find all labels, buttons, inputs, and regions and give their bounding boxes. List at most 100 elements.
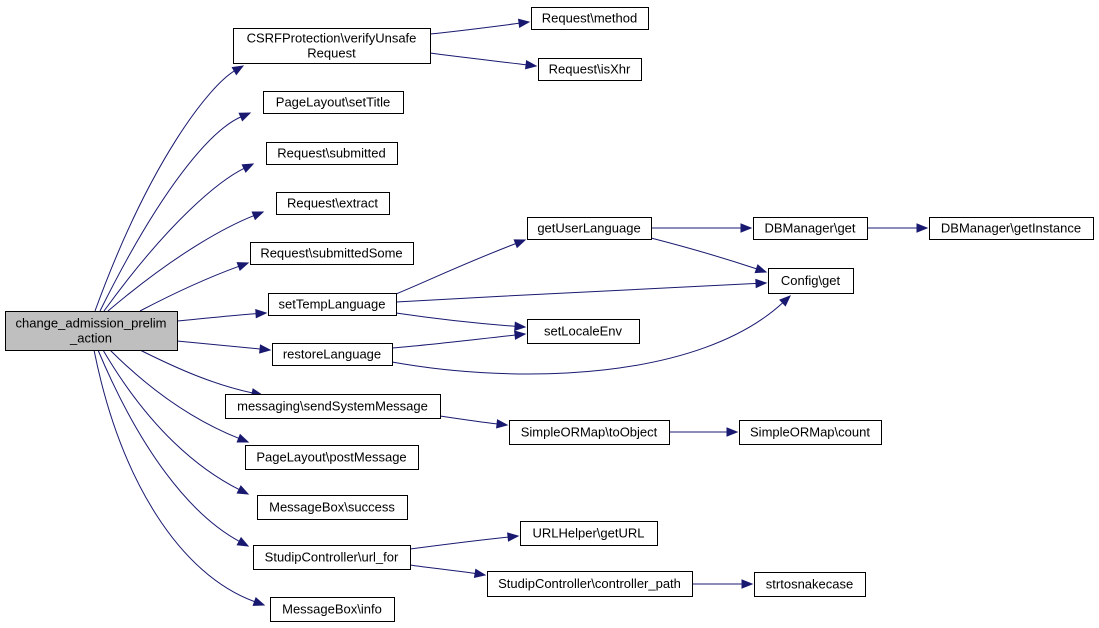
node-label-dbm_getinstance: DBManager\getInstance: [941, 221, 1081, 236]
edge-root-to-req_extract: [107, 214, 255, 312]
edge-root-to-settemplang-arrowhead: [255, 308, 268, 319]
node-req_extract[interactable]: Request\extract: [276, 192, 390, 215]
edge-root-to-req_submitted-arrowhead: [241, 163, 255, 173]
edge-root-to-pl_settitle-arrowhead: [238, 112, 252, 122]
node-root[interactable]: change_admission_prelim_action: [5, 311, 178, 351]
node-orm_toobject[interactable]: SimpleORMap\toObject: [509, 420, 670, 445]
node-pl_settitle[interactable]: PageLayout\setTitle: [263, 91, 404, 114]
node-label-csrf-line-1: CSRFProtection\verifyUnsafe: [247, 31, 417, 46]
edge-root-to-csrf: [94, 70, 236, 312]
edge-sc_controllerpath-to-strtosnakecase-arrowhead: [741, 579, 754, 589]
edge-settemplang-to-getuserlang-arrowhead: [513, 239, 527, 249]
node-req_method[interactable]: Request\method: [531, 7, 649, 30]
edge-root-to-req_submitted: [103, 167, 246, 312]
edge-sc_urlfor-to-urlhelper_geturl-arrowhead: [507, 532, 520, 542]
node-strtosnakecase[interactable]: strtosnakecase: [754, 572, 866, 597]
edge-csrf-to-req_isxhr: [429, 52, 528, 66]
edge-dbm_get-to-dbm_getinstance-arrowhead: [916, 223, 929, 233]
edge-settemplang-to-config_get: [395, 282, 758, 303]
edge-sc_urlfor-to-sc_controllerpath: [409, 564, 477, 575]
node-box-msg_send: [225, 394, 441, 419]
edge-root-to-pl_postmessage-arrowhead: [236, 433, 250, 443]
edge-root-to-mb_info-arrowhead: [252, 597, 266, 606]
node-box-req_extract: [276, 192, 390, 215]
edge-orm_toobject-to-orm_count-arrowhead: [726, 427, 739, 437]
node-label-settemplang: setTempLanguage: [279, 297, 386, 312]
node-label-root-line-1: change_admission_prelim: [15, 316, 166, 331]
node-mb_success[interactable]: MessageBox\success: [257, 495, 408, 520]
node-dbm_getinstance[interactable]: DBManager\getInstance: [929, 217, 1094, 240]
nodes-layer: change_admission_prelim_action CSRFProtec…: [5, 7, 1094, 622]
node-sc_urlfor[interactable]: StudipController\url_for: [253, 545, 411, 570]
node-box-setlocaleenv: [527, 319, 640, 344]
edge-csrf-to-req_method: [429, 22, 521, 35]
node-box-getuserlang: [527, 217, 652, 240]
node-setlocaleenv[interactable]: setLocaleEnv: [527, 319, 640, 344]
node-label-orm_toobject: SimpleORMap\toObject: [521, 425, 658, 440]
edge-root-to-mb_success: [102, 349, 241, 491]
node-req_isxhr[interactable]: Request\isXhr: [538, 58, 642, 81]
edge-root-to-restorelang-arrowhead: [259, 344, 272, 354]
node-box-req_submitted: [266, 142, 398, 165]
node-box-dbm_getinstance: [929, 217, 1094, 240]
node-pl_postmessage[interactable]: PageLayout\postMessage: [245, 445, 419, 470]
edge-csrf-to-req_isxhr-arrowhead: [525, 60, 538, 70]
edge-root-to-settemplang: [176, 313, 258, 322]
node-orm_count[interactable]: SimpleORMap\count: [739, 420, 882, 445]
node-label-restorelang: restoreLanguage: [283, 347, 381, 362]
node-box-config_get: [768, 268, 854, 294]
edge-root-to-sc_urlfor: [97, 349, 241, 543]
edge-restorelang-to-config_get: [391, 301, 784, 375]
node-box-mb_success: [257, 495, 408, 520]
node-dbm_get[interactable]: DBManager\get: [753, 217, 868, 240]
node-req_submittedsome[interactable]: Request\submittedSome: [250, 242, 414, 265]
edge-msg_send-to-orm_toobject: [439, 415, 499, 425]
node-getuserlang[interactable]: getUserLanguage: [527, 217, 652, 240]
node-box-restorelang: [272, 343, 393, 366]
node-box-root: [5, 311, 178, 351]
node-box-req_isxhr: [538, 58, 642, 81]
edge-root-to-sc_urlfor-arrowhead: [236, 536, 250, 547]
edge-msg_send-to-orm_toobject-arrowhead: [496, 419, 509, 429]
node-restorelang[interactable]: restoreLanguage: [272, 343, 393, 366]
node-label-req_method: Request\method: [542, 11, 637, 26]
node-box-dbm_get: [753, 217, 868, 240]
node-box-settemplang: [268, 293, 397, 316]
edge-root-to-pl_settitle: [99, 116, 242, 312]
node-label-mb_info: MessageBox\info: [282, 602, 382, 617]
edge-csrf-to-req_method-arrowhead: [517, 18, 531, 29]
node-settemplang[interactable]: setTempLanguage: [268, 293, 397, 316]
node-box-mb_info: [270, 597, 395, 622]
node-box-urlhelper_geturl: [520, 521, 658, 546]
node-label-csrf-line-2: Request: [307, 46, 356, 61]
node-req_submitted[interactable]: Request\submitted: [266, 142, 398, 165]
node-label-mb_success: MessageBox\success: [269, 500, 395, 515]
edge-sc_urlfor-to-urlhelper_geturl: [409, 536, 510, 550]
node-box-pl_settitle: [263, 91, 404, 114]
node-label-orm_count: SimpleORMap\count: [750, 425, 870, 440]
node-box-orm_toobject: [509, 420, 670, 445]
node-box-req_submittedsome: [250, 242, 414, 265]
node-label-root-line-2: _action: [69, 331, 112, 346]
node-mb_info[interactable]: MessageBox\info: [270, 597, 395, 622]
edges-layer: [93, 18, 929, 606]
edge-sc_urlfor-to-sc_controllerpath-arrowhead: [473, 568, 487, 579]
edge-settemplang-to-setlocaleenv-arrowhead: [514, 321, 527, 331]
node-label-strtosnakecase: strtosnakecase: [766, 577, 853, 592]
node-msg_send[interactable]: messaging\sendSystemMessage: [225, 394, 441, 419]
edge-getuserlang-to-config_get: [650, 237, 758, 270]
edge-root-to-req_submittedsome: [139, 265, 240, 312]
edge-root-to-req_extract-arrowhead: [251, 211, 265, 221]
node-label-getuserlang: getUserLanguage: [537, 221, 640, 236]
edge-settemplang-to-getuserlang: [395, 242, 517, 295]
node-box-strtosnakecase: [754, 572, 866, 597]
node-sc_controllerpath[interactable]: StudipController\controller_path: [487, 571, 693, 597]
node-box-csrf: [233, 28, 431, 64]
node-config_get[interactable]: Config\get: [768, 268, 854, 294]
node-box-sc_controllerpath: [487, 571, 693, 597]
node-label-sc_urlfor: StudipController\url_for: [265, 550, 399, 565]
edge-root-to-restorelang: [176, 340, 262, 350]
node-urlhelper_geturl[interactable]: URLHelper\getURL: [520, 521, 658, 546]
